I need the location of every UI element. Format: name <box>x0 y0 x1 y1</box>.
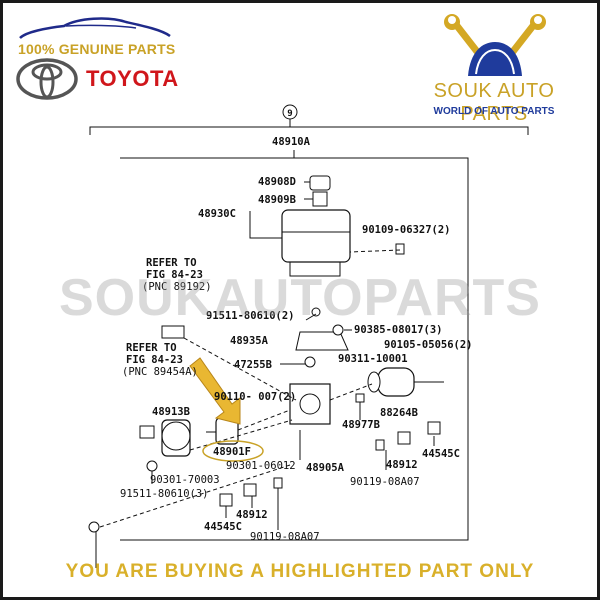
label-90311: 90311-10001 <box>338 353 408 365</box>
label-48909B: 48909B <box>258 194 296 206</box>
label-90109: 90109-06327(2) <box>362 224 451 236</box>
mount-bracket <box>295 331 349 351</box>
pump-body <box>289 383 331 425</box>
label-90110: 90110- 007(2) <box>214 391 296 403</box>
watermark: SOUKAUTOPARTS <box>59 269 541 327</box>
label-47255B: 47255B <box>234 359 272 371</box>
label-48930C: 48930C <box>198 208 236 220</box>
refer-left-line3: (PNC 89454A) <box>122 366 198 378</box>
refer-top-line1: REFER TO <box>146 257 197 269</box>
footer-notice: YOU ARE BUYING A HIGHLIGHTED PART ONLY <box>65 561 535 582</box>
label-48912-bottom: 48912 <box>236 509 268 521</box>
reservoir-tank <box>281 209 351 263</box>
label-44545C-right: 44545C <box>422 448 460 460</box>
label-48905A: 48905A <box>306 462 345 474</box>
store-name: SOUK AUTO PARTS <box>433 80 555 125</box>
label-48910A: 48910A <box>272 136 311 148</box>
reservoir-strainer <box>312 191 328 207</box>
wrench-car-logo-icon <box>444 14 546 76</box>
genuine-parts-label: 100% GENUINE PARTS <box>18 41 176 57</box>
refer-left-line2: FIG 84-23 <box>126 354 183 366</box>
reservoir-cap <box>309 175 331 191</box>
label-90119-bottom: 90119-08A07 <box>250 531 320 543</box>
label-48935A: 48935A <box>230 335 269 347</box>
label-90105: 90105-05056(2) <box>384 339 473 351</box>
toyota-emblem-icon <box>16 58 78 100</box>
label-91511-b: 91511-80610(3) <box>120 488 209 500</box>
store-tagline: WORLD OF AUTO PARTS <box>433 106 555 117</box>
refer-top-line3: (PNC 89192) <box>142 281 212 293</box>
car-outline-icon <box>19 17 171 39</box>
refer-left-line1: REFER TO <box>126 342 177 354</box>
label-88264B: 88264B <box>380 407 418 419</box>
refer-top-line2: FIG 84-23 <box>146 269 203 281</box>
label-44545C-bottom: 44545C <box>204 521 242 533</box>
assembly-index: 9 <box>287 109 292 119</box>
highlight-ring <box>202 440 264 462</box>
label-90119-right: 90119-08A07 <box>350 476 420 488</box>
sensor-plug <box>161 325 185 339</box>
label-48912-right: 48912 <box>386 459 418 471</box>
label-91511-a: 91511-80610(2) <box>206 310 295 322</box>
toyota-brand-label: TOYOTA <box>86 66 179 91</box>
label-48908D: 48908D <box>258 176 296 188</box>
label-48977B: 48977B <box>342 419 380 431</box>
highlight-arrow-icon <box>189 357 241 425</box>
pump-motor <box>377 367 415 397</box>
label-90385: 90385-08017(3) <box>354 324 443 336</box>
pressure-switch <box>139 425 155 439</box>
label-48913B: 48913B <box>152 406 190 418</box>
label-48901F: 48901F <box>213 446 251 458</box>
label-90301-a: 90301-06012 <box>226 460 296 472</box>
label-90301-b: 90301-70003 <box>150 474 220 486</box>
